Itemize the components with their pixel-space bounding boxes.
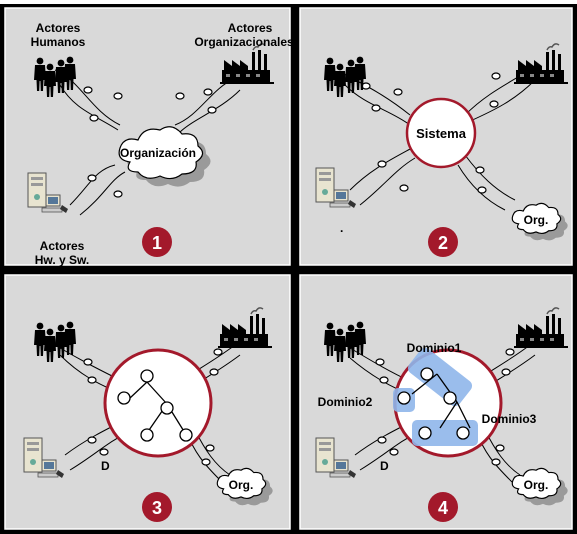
org-actors-label-line2: Organizacionales — [194, 35, 294, 49]
node-tree — [117, 369, 193, 442]
panel-1-number: 1 — [152, 233, 162, 253]
domain3-label: Dominio3 — [482, 412, 537, 426]
panel-3-number: 3 — [152, 498, 162, 518]
system-circle — [405, 97, 477, 169]
panel-3: D Org. 3 — [4, 274, 291, 530]
org-cloud-label: Org. — [524, 478, 549, 492]
org-cloud-label: Org. — [524, 213, 549, 227]
org-actors-label-line1: Actores — [228, 21, 273, 35]
human-actors-label-line2: Humanos — [31, 35, 86, 49]
panel-4-number: 4 — [438, 498, 448, 518]
domain2-label: Dominio2 — [318, 395, 373, 409]
hw-sw-label-line2: Hw. y Sw. — [35, 253, 89, 267]
hw-sw-label-line1: Actores — [40, 239, 85, 253]
panel-1-badge — [142, 227, 172, 257]
human-actors-label-line1: Actores — [36, 21, 81, 35]
domain1-highlight — [407, 347, 473, 407]
panel-1: Organización Actores Humanos Actores Org… — [4, 7, 294, 267]
panel-4: Dominio1 Dominio2 Dominio3 D Org. 4 — [299, 274, 573, 530]
edge-label: D — [101, 459, 110, 473]
organization-label: Organización — [120, 146, 196, 160]
system-label: Sistema — [416, 126, 467, 141]
panel-2-number: 2 — [438, 233, 448, 253]
panel-2-badge — [428, 227, 458, 257]
domain-highlights — [393, 347, 478, 446]
edge-label: D — [380, 459, 389, 473]
stray-mark: . — [340, 221, 343, 235]
panel-4-badge — [428, 492, 458, 522]
panel-3-badge — [142, 492, 172, 522]
domain3-highlight — [412, 420, 478, 446]
panel-2: Sistema Org. . 2 — [299, 7, 573, 266]
org-cloud-label: Org. — [229, 478, 254, 492]
domain1-label: Dominio1 — [407, 341, 462, 355]
node-tree — [397, 367, 471, 440]
